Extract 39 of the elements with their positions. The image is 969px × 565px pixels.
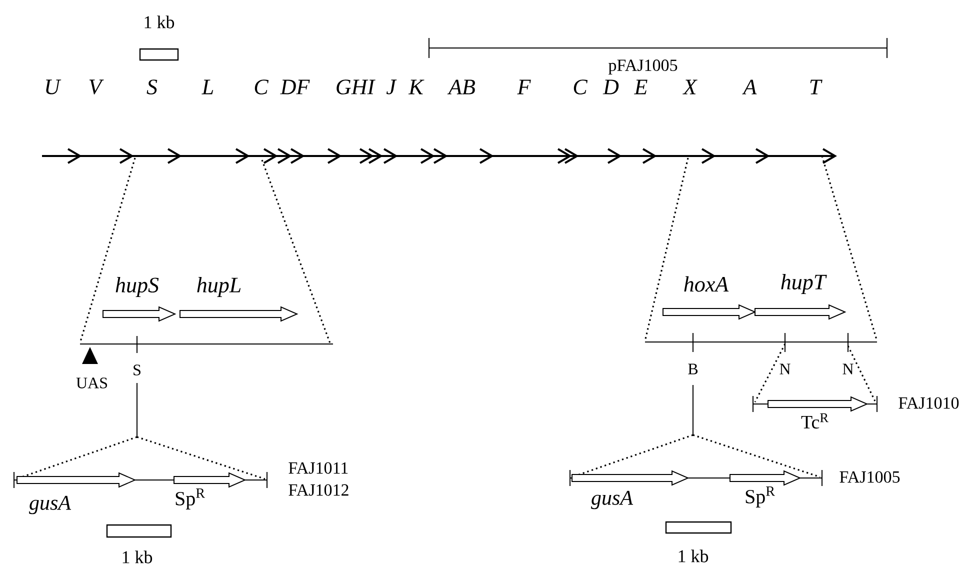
gene-label: gusA — [591, 490, 634, 510]
scale-label: 1 kb — [678, 550, 708, 562]
gene-label: D — [602, 80, 619, 94]
gene-label: S — [146, 80, 158, 94]
construct-label: FAJ1011 — [288, 462, 348, 474]
restriction-site-label: N — [780, 364, 790, 374]
restriction-site-label: B — [688, 364, 698, 374]
gene-label: hupS — [116, 277, 159, 297]
plasmid-label: pFAJ1005 — [608, 60, 678, 74]
construct-label: FAJ1005 — [840, 471, 900, 483]
gene-label: V — [89, 80, 104, 94]
gene-label: hupT — [781, 274, 827, 294]
gene-label: AB — [447, 80, 475, 94]
scale-label: 1 kb — [122, 550, 152, 564]
gene-label: X — [682, 80, 698, 94]
scale-label: 1 kb — [144, 16, 174, 28]
construct-label: FAJ1012 — [288, 484, 348, 496]
gene-label: K — [408, 80, 424, 94]
marker-label: Sp$^{R}$ — [746, 486, 775, 508]
restriction-site-label: S — [134, 364, 140, 376]
gene-label: L — [202, 80, 214, 94]
promoter-label: UAS — [76, 378, 107, 388]
gene-label: T — [810, 80, 822, 94]
gene-label: U — [46, 80, 62, 94]
gene-label: hupL — [197, 277, 241, 297]
restriction-site-label: N — [842, 364, 854, 374]
gene-label: A — [742, 80, 757, 94]
construct-label: FAJ1010 — [898, 397, 959, 409]
gene-label: C — [574, 80, 588, 94]
gene-label: gusA — [29, 496, 72, 514]
marker-label: Sp$^{R}$ — [176, 488, 205, 510]
gene-label: GHI — [336, 80, 376, 94]
gene-label: J — [386, 80, 397, 94]
gene-label: hoxA — [684, 276, 729, 292]
marker-label: Tc$^{R}$ — [801, 413, 829, 429]
gene-label: DF — [280, 80, 310, 94]
gene-label: C — [254, 80, 269, 94]
gene-label: E — [634, 80, 648, 94]
gene-label: F — [517, 80, 531, 94]
